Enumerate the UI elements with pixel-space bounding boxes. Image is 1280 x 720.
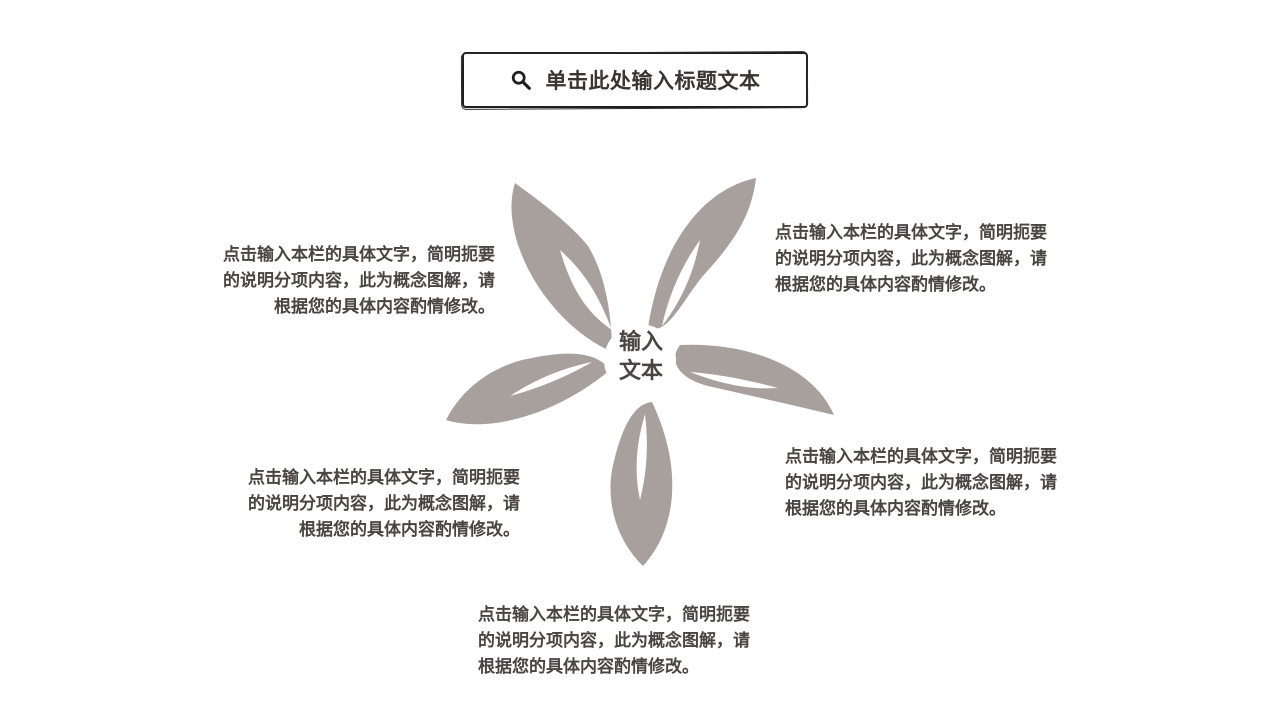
text-block-bottom-right[interactable]: 点击输入本栏的具体文字，简明扼要 的说明分项内容，此为概念图解，请 根据您的具体…: [785, 444, 1057, 522]
text-line: 的说明分项内容，此为概念图解，请: [478, 631, 750, 651]
text-line: 点击输入本栏的具体文字，简明扼要: [248, 468, 520, 488]
petal-bottom-vein: [636, 414, 647, 500]
center-label[interactable]: 输入 文本: [596, 328, 686, 386]
text-line: 根据您的具体内容酌情修改。: [785, 499, 1006, 519]
text-line: 根据您的具体内容酌情修改。: [274, 297, 495, 317]
petal-right-vein: [690, 372, 778, 389]
text-line: 点击输入本栏的具体文字，简明扼要: [223, 245, 495, 265]
text-line: 的说明分项内容，此为概念图解，请: [223, 271, 495, 291]
petal-right: [675, 344, 834, 415]
petal-top-left: [511, 183, 612, 352]
center-label-line1: 输入: [618, 330, 663, 355]
text-block-top-right[interactable]: 点击输入本栏的具体文字，简明扼要 的说明分项内容，此为概念图解，请 根据您的具体…: [775, 220, 1047, 298]
flower-center: [604, 324, 676, 396]
page-title[interactable]: 单击此处输入标题文本: [545, 69, 761, 93]
text-block-top-left[interactable]: 点击输入本栏的具体文字，简明扼要 的说明分项内容，此为概念图解，请 根据您的具体…: [223, 242, 495, 320]
petal-left-vein: [510, 362, 592, 396]
text-block-bottom-center[interactable]: 点击输入本栏的具体文字，简明扼要 的说明分项内容，此为概念图解，请 根据您的具体…: [478, 602, 750, 680]
text-line: 的说明分项内容，此为概念图解，请: [248, 494, 520, 514]
text-line: 根据您的具体内容酌情修改。: [478, 657, 699, 677]
petal-top-left-vein: [560, 250, 612, 330]
title-box[interactable]: 单击此处输入标题文本: [462, 52, 808, 108]
text-block-bottom-left[interactable]: 点击输入本栏的具体文字，简明扼要 的说明分项内容，此为概念图解，请 根据您的具体…: [248, 465, 520, 543]
text-line: 根据您的具体内容酌情修改。: [299, 520, 520, 540]
petal-top-right-vein: [662, 240, 700, 326]
text-line: 根据您的具体内容酌情修改。: [775, 275, 996, 295]
text-line: 的说明分项内容，此为概念图解，请: [785, 473, 1057, 493]
center-label-line2: 文本: [618, 359, 663, 384]
petal-top-right: [648, 178, 756, 330]
text-line: 的说明分项内容，此为概念图解，请: [775, 249, 1047, 269]
text-line: 点击输入本栏的具体文字，简明扼要: [775, 223, 1047, 243]
search-icon: [511, 70, 531, 90]
text-line: 点击输入本栏的具体文字，简明扼要: [478, 605, 750, 625]
text-line: 点击输入本栏的具体文字，简明扼要: [785, 447, 1057, 467]
